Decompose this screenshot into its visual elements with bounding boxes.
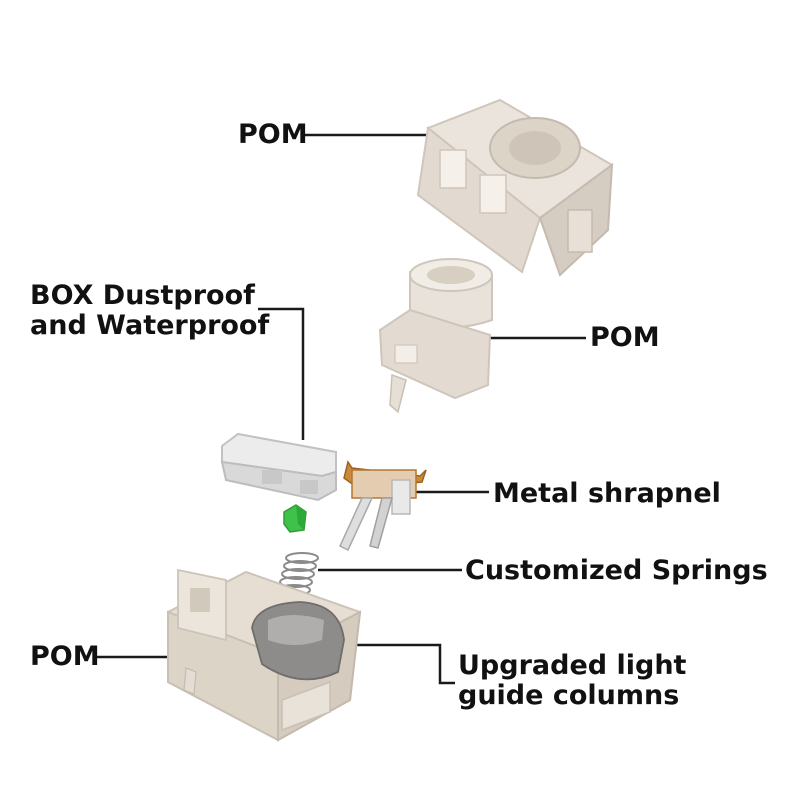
box-cover-part <box>220 432 337 502</box>
box-label-line1: BOX Dustproof <box>30 280 255 311</box>
top-housing-part <box>416 98 614 277</box>
box-label-line2: and Waterproof <box>30 310 270 341</box>
leader-line-box <box>258 307 305 440</box>
light-guide-label-line2: guide columns <box>458 680 680 711</box>
stem-part <box>378 258 493 414</box>
top-housing-label: POM <box>238 119 308 150</box>
springs-label: Customized Springs <box>465 555 768 586</box>
metal-shrapnel-label: Metal shrapnel <box>493 478 721 509</box>
leader-lines <box>95 133 586 685</box>
metal-shrapnel-part <box>339 460 427 552</box>
bottom-housing-label: POM <box>30 641 100 672</box>
green-light-part <box>283 504 307 533</box>
light-guide-part <box>251 601 345 681</box>
leader-line-light-guide <box>345 643 455 685</box>
light-guide-label-line1: Upgraded light <box>458 650 687 681</box>
stem-label: POM <box>590 322 660 353</box>
